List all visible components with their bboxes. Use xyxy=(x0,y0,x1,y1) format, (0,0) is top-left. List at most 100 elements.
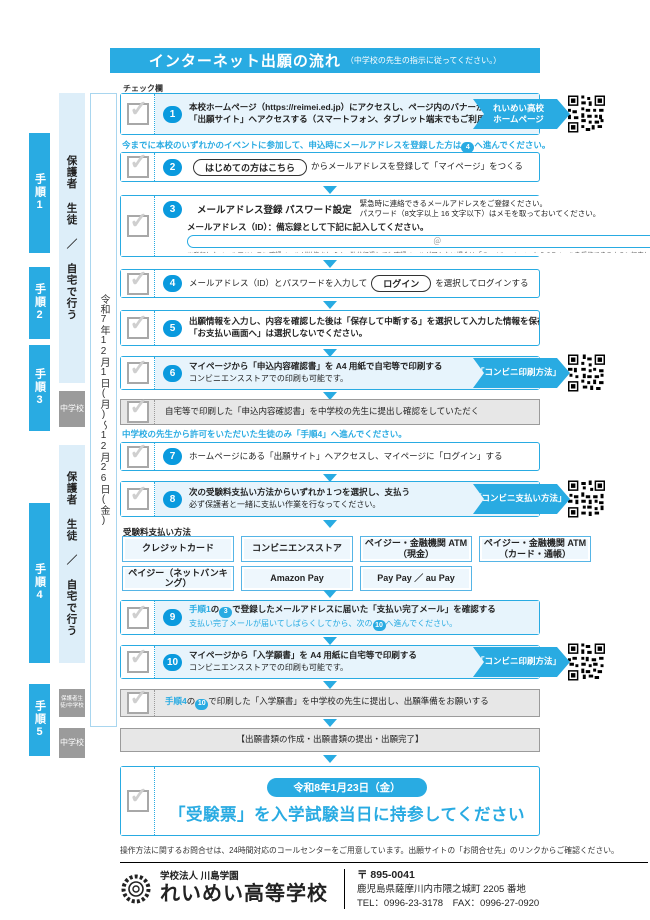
step-3-body: 3 メールアドレス登録 パスワード設定 緊急時に連絡できるメールアドレスをご登録… xyxy=(155,196,650,256)
checkbox-step-1[interactable] xyxy=(126,96,149,125)
note-1-pre: 今までに本校のいずれかのイベントに参加して、申込時にメールアドレスを登録した方は xyxy=(122,140,462,150)
payment-method-payeasy-atm-cash: ペイジー・金融機関 ATM（現金） xyxy=(360,536,472,562)
step-8-text-1: 次の受験料支払い方法からいずれか１つを選択し、支払う xyxy=(189,487,411,498)
check-cell xyxy=(121,644,155,678)
payment-method-payeasy-netbank: ペイジー（ネットバンキング） xyxy=(122,565,234,592)
exam-ticket-message: 「受験票」を入学試験当日に持参してください xyxy=(168,805,525,824)
login-button[interactable]: ログイン xyxy=(371,275,432,292)
down-arrow-icon xyxy=(323,637,337,645)
step-7-body: 7 ホームページにある「出願サイト」へアクセスし、マイページに「ログイン」する xyxy=(155,443,539,470)
step-5-body: 5 出願情報を入力し、内容を確認した後は「保存して中断する」を選択して入力した情… xyxy=(155,311,539,345)
payment-method-paypay-aupay: Pay Pay ／ au Pay xyxy=(360,565,472,592)
step-7-row: 7 ホームページにある「出願サイト」へアクセスし、マイページに「ログイン」する xyxy=(120,439,540,471)
qr-code-icon xyxy=(568,354,605,392)
note-after-school-check: 中学校の先生から許可をいただいた生徒のみ「手順4」へ進んでください。 xyxy=(122,429,407,439)
corporation-name: 学校法人 川島学園 xyxy=(160,871,239,883)
checkbox-submit-application[interactable] xyxy=(126,685,149,714)
checkbox-exam-ticket[interactable] xyxy=(126,783,149,812)
down-arrow-icon xyxy=(323,520,337,528)
step-8-text-2: 必ず保護者と一緒に支払い作業を行なってください。 xyxy=(189,500,381,510)
checkbox-step-9[interactable] xyxy=(126,600,149,629)
email-confirmation-note: ※登録したメールアドレスに確認メールが送信されます。数分経過しても確認メールが届… xyxy=(187,250,650,253)
check-cell xyxy=(121,481,155,516)
step-6-text-1: マイページから「申込内容確認書」を A4 用紙で自宅等で印刷する xyxy=(189,361,443,372)
submit-step-ref: 手順4 xyxy=(165,696,187,707)
postal-code: 〒 895-0041 xyxy=(357,869,415,881)
step-number-8: 8 xyxy=(163,490,182,508)
step-5-text-2: 「お支払い画面へ」は選択しないでください。 xyxy=(189,328,368,338)
step-8-body: 8 次の受験料支払い方法からいずれか１つを選択し、支払う 必ず保護者と一緒に支払… xyxy=(155,482,539,516)
step-2-row: 2 はじめての方はこちら からメールアドレスを登録して「マイページ」をつくる xyxy=(120,149,540,182)
step-6-body: 6 マイページから「申込内容確認書」を A4 用紙で自宅等で印刷する コンビニエ… xyxy=(155,357,539,389)
sidebar-step-2: 手順2 xyxy=(29,267,50,339)
checkbox-school-check[interactable] xyxy=(126,394,149,423)
qr-code-icon xyxy=(568,480,605,518)
check-cell xyxy=(121,310,155,345)
page-subtitle: （中学校の先生の指示に従ってください。） xyxy=(345,56,502,65)
checkbox-step-5[interactable] xyxy=(126,310,149,339)
school-check-row: 自宅等で印刷した「申込内容確認書」を中学校の先生に提出し確認をしていただく xyxy=(120,394,540,425)
call-center-note: 操作方法に関するお問合せは、24時間対応のコールセンターをご用意しています。出願… xyxy=(120,846,619,855)
step-2-body: 2 はじめての方はこちら からメールアドレスを登録して「マイページ」をつくる xyxy=(155,153,539,181)
checkbox-step-3[interactable] xyxy=(126,208,149,237)
submit-circle-10: 10 xyxy=(195,698,209,710)
note-after-step-1: 今までに本校のいずれかのイベントに参加して、申込時にメールアドレスを登録した方は… xyxy=(122,139,550,153)
step-9-mid: の xyxy=(210,604,220,615)
completion-row: 【出願書類の作成・出願書類の提出・出願完了】 xyxy=(120,728,540,752)
school-emblem-icon xyxy=(121,874,151,904)
step-number-3: 3 xyxy=(163,200,182,218)
step-8-row: 8 次の受験料支払い方法からいずれか１つを選択し、支払う 必ず保護者と一緒に支払… xyxy=(120,480,605,518)
checkbox-step-4[interactable] xyxy=(126,266,149,295)
check-cell xyxy=(121,355,155,389)
sidebar-step-4: 手順4 xyxy=(29,503,50,663)
step-3-side-2: パスワード（8文字以上 16 文字以下）はメモを取っておいてください。 xyxy=(359,209,601,219)
check-cell xyxy=(121,266,155,297)
check-cell xyxy=(121,600,155,634)
note-1-circle: 4 xyxy=(461,142,475,153)
step-3-row: 3 メールアドレス登録 パスワード設定 緊急時に連絡できるメールアドレスをご登録… xyxy=(120,195,650,257)
email-memo-input[interactable]: ＠ xyxy=(187,235,650,249)
payment-method-payeasy-atm-card: ペイジー・金融機関 ATM（カード・通帳） xyxy=(479,536,591,562)
note-1-post: へ進んでください。 xyxy=(474,140,551,150)
exam-ticket-row: 令和8年1月23日（金） 「受験票」を入学試験当日に持参してください xyxy=(120,766,540,836)
down-arrow-icon xyxy=(323,719,337,727)
step-9-circle-3: 3 xyxy=(219,606,233,618)
step-9-step-ref: 手順1 xyxy=(189,604,211,615)
payment-method-convenience-store: コンビニエンスストア xyxy=(241,536,353,562)
step-9-text: で登録したメールアドレスに届いた「支払い完了メール」を確認する xyxy=(232,604,496,615)
checkbox-step-10[interactable] xyxy=(126,644,149,673)
convenience-print-banner: 「コンビニ印刷方法」 xyxy=(473,647,570,677)
step-5-row: 5 出願情報を入力し、内容を確認した後は「保存して中断する」を選択して入力した情… xyxy=(120,310,540,346)
checkbox-step-6[interactable] xyxy=(126,355,149,384)
banner-line-1: れいめい高校 xyxy=(492,102,544,113)
checkbox-step-8[interactable] xyxy=(126,481,149,510)
check-cell xyxy=(121,767,155,835)
checkbox-step-7[interactable] xyxy=(126,439,149,468)
step-7-text: ホームページにある「出願サイト」へアクセスし、マイページに「ログイン」する xyxy=(189,450,503,461)
step-6-text-2: コンビニエンスストアでの印刷も可能です。 xyxy=(189,374,349,384)
exam-ticket-body: 令和8年1月23日（金） 「受験票」を入学試験当日に持参してください xyxy=(155,767,539,835)
submit-mid: の xyxy=(186,696,196,707)
check-cell xyxy=(121,685,155,716)
step-6-row: 6 マイページから「申込内容確認書」を A4 用紙で自宅等で印刷する コンビニエ… xyxy=(120,354,605,392)
qr-code-icon xyxy=(568,643,605,681)
step-4-row: 4 メールアドレス（ID）とパスワードを入力して ログイン を選択してログインす… xyxy=(120,266,540,298)
sidebar-step-5: 手順5 xyxy=(29,684,50,756)
banner-label: 「コンビニ支払い方法」 xyxy=(473,493,567,504)
check-cell xyxy=(121,439,155,470)
submit-text: で印刷した「入学願書」を中学校の先生に提出し、出願準備をお願いする xyxy=(208,696,489,707)
step-10-text-1: マイページから「入学願書」を A4 用紙に自宅等で印刷する xyxy=(189,650,417,661)
first-time-button[interactable]: はじめての方はこちら xyxy=(193,158,308,176)
check-cell xyxy=(121,149,155,181)
checkbox-step-2[interactable] xyxy=(126,149,149,178)
page-title-bar: インターネット出願の流れ （中学校の先生の指示に従ってください。） xyxy=(110,48,540,73)
banner-label: 「コンビニ印刷方法」 xyxy=(475,656,561,667)
email-id-label: メールアドレス（ID）：備忘録として下記に記入してください。 xyxy=(187,222,429,233)
exam-date-pill: 令和8年1月23日（金） xyxy=(267,777,427,797)
step-10-row: 10 マイページから「入学願書」を A4 用紙に自宅等で印刷する コンビニエンス… xyxy=(120,643,605,681)
